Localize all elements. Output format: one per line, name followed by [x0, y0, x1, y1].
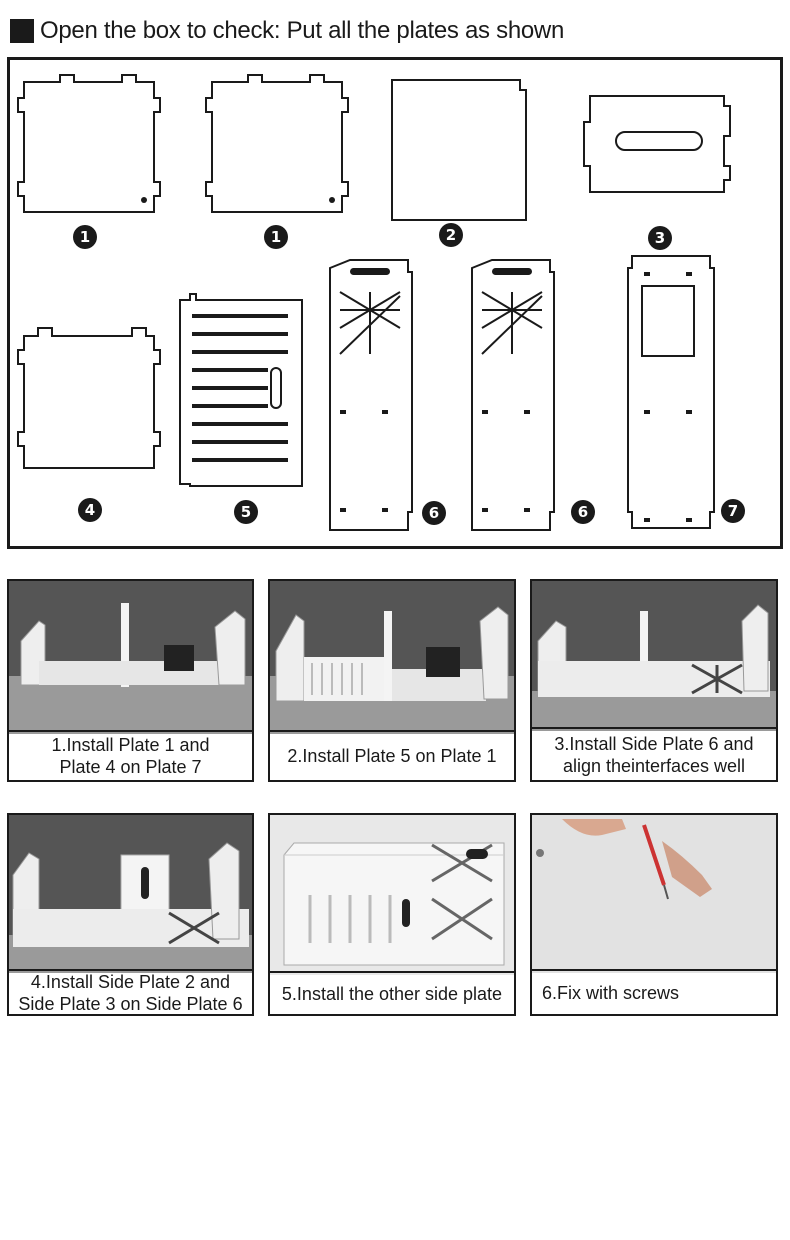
plate-5-bar [192, 404, 268, 408]
plate-7-window [641, 285, 695, 357]
plate-label-1b: 1 [271, 228, 281, 246]
plates-diagram: 1 1 2 3 4 5 6 6 7 [17, 74, 745, 531]
plate-label-6a: 6 [429, 504, 439, 522]
plate-label-3: 3 [655, 229, 665, 247]
plate-6a-shape [329, 259, 413, 531]
plate-1a-shape [17, 74, 161, 213]
step-5-caption: 5.Install the other side plate [270, 971, 514, 1014]
plates-overview-panel: 1 1 2 3 4 5 6 6 7 [7, 57, 783, 549]
plate-1b-hole [329, 197, 335, 203]
page-header: Open the box to check: Put all the plate… [10, 16, 564, 46]
plate-1a-hole [141, 197, 147, 203]
plate-label-4: 4 [85, 501, 95, 519]
step-5-card: 5.Install the other side plate [268, 813, 516, 1016]
plate-4-shape [17, 327, 161, 469]
page-title: Open the box to check: Put all the plate… [40, 17, 564, 44]
step-2-card: 2.Install Plate 5 on Plate 1 [268, 579, 516, 782]
plate-5-bar [192, 368, 268, 372]
step-3-card: 3.Install Side Plate 6 and align theinte… [530, 579, 778, 782]
step-4-card: 4.Install Side Plate 2 and Side Plate 3 … [7, 813, 254, 1016]
plate-6b-shape [471, 259, 555, 531]
step-4-photo [9, 815, 252, 973]
step-1-caption: 1.Install Plate 1 and Plate 4 on Plate 7 [9, 730, 252, 780]
step-6-photo [532, 815, 776, 973]
step-3-photo [532, 581, 776, 731]
plate-label-2: 2 [446, 226, 456, 244]
step-6-card: 6.Fix with screws [530, 813, 778, 1016]
plate-5-bar [192, 314, 288, 318]
plate-7-shape [627, 255, 715, 529]
plate-5-bar [192, 332, 288, 336]
plate-label-5: 5 [241, 503, 251, 521]
plate-5-bar [192, 422, 288, 426]
step-1-card: 1.Install Plate 1 and Plate 4 on Plate 7 [7, 579, 254, 782]
plate-3-slot [615, 131, 703, 151]
plate-label-1a: 1 [80, 228, 90, 246]
step-3-caption: 3.Install Side Plate 6 and align theinte… [532, 727, 776, 780]
step-2-photo [270, 581, 514, 734]
plate-6b-handle [492, 268, 532, 275]
plate-5-bar [192, 350, 288, 354]
step-4-caption: 4.Install Side Plate 2 and Side Plate 3 … [9, 969, 252, 1014]
plate-3-shape [583, 95, 731, 193]
step-6-caption: 6.Fix with screws [532, 969, 776, 1014]
plate-label-6b: 6 [578, 503, 588, 521]
plate-6a-lattice [339, 291, 401, 355]
plate-label-7: 7 [728, 502, 738, 520]
plate-6a-handle [350, 268, 390, 275]
step-1-photo [9, 581, 252, 734]
step-5-photo [270, 815, 514, 975]
plate-6b-lattice [481, 291, 543, 355]
plate-2-shape [391, 79, 527, 221]
plate-1b-shape [205, 74, 349, 213]
step-2-caption: 2.Install Plate 5 on Plate 1 [270, 730, 514, 780]
header-square-icon [10, 19, 34, 43]
plate-5-bar [192, 440, 288, 444]
plate-5-slot [270, 367, 282, 409]
plate-number-badges: 1 1 2 3 4 5 6 6 7 [73, 223, 745, 525]
plate-5-bar [192, 386, 268, 390]
plate-5-bar [192, 458, 288, 462]
